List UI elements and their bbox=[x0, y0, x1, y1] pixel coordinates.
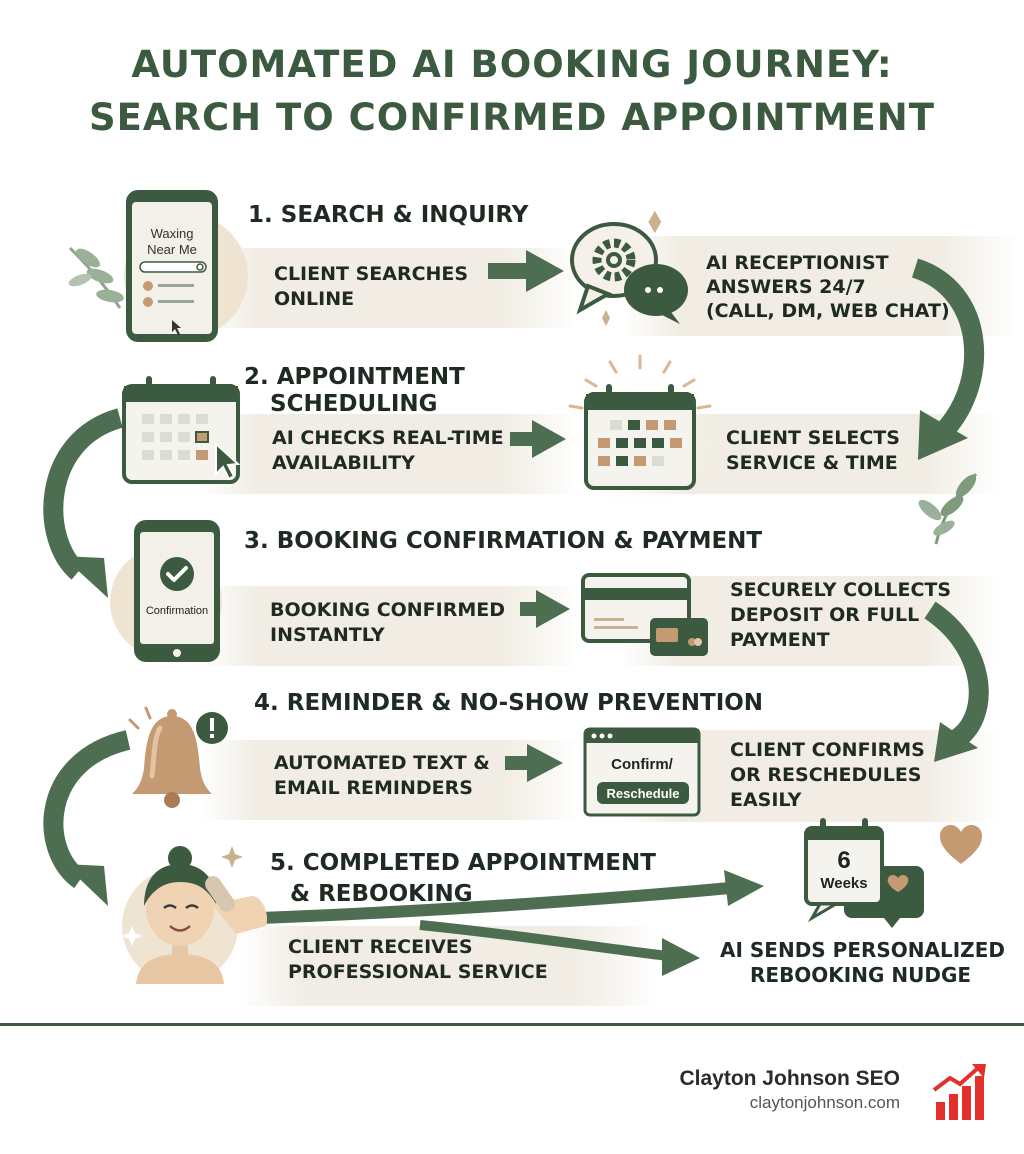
calendar-chat-icon: 6 Weeks bbox=[804, 818, 924, 928]
arrow-step5-upper bbox=[259, 870, 764, 924]
chat-gear-icon bbox=[570, 210, 688, 326]
footer-brand: Clayton Johnson SEO claytonjohnson.com bbox=[679, 1066, 900, 1114]
step2-left-line2: AVAILABILITY bbox=[272, 452, 415, 474]
step3-left-line1: BOOKING CONFIRMED bbox=[270, 599, 506, 621]
title-line-2: SEARCH TO CONFIRMED APPOINTMENT bbox=[88, 96, 935, 139]
step1-right-line2: ANSWERS 24/7 bbox=[706, 276, 866, 298]
arrow-step3 bbox=[520, 590, 570, 628]
phone-confirmation-text: Confirmation bbox=[146, 605, 208, 617]
phone-search-text-1: Waxing bbox=[151, 226, 194, 241]
phone-search-text-2: Near Me bbox=[147, 242, 197, 257]
credit-card-icon bbox=[581, 573, 708, 656]
phone-check-icon: Confirmation bbox=[110, 520, 222, 662]
step2-right-line1: CLIENT SELECTS bbox=[726, 427, 900, 449]
spa-client-icon bbox=[122, 846, 268, 984]
curve-arrow-right-1 bbox=[911, 258, 985, 460]
step1-left-band bbox=[200, 248, 580, 328]
step1-title: 1. SEARCH & INQUIRY bbox=[248, 202, 529, 228]
window-confirm-text: Confirm/ bbox=[611, 756, 673, 773]
step5-left-line1: CLIENT RECEIVES bbox=[288, 936, 473, 958]
step4-title: 4. REMINDER & NO-SHOW PREVENTION bbox=[254, 690, 764, 716]
brand-url: claytonjohnson.com bbox=[749, 1093, 900, 1112]
sparkle-icon bbox=[122, 846, 243, 946]
leaf-icon bbox=[68, 246, 124, 309]
step1-right-line3: (CALL, DM, WEB CHAT) bbox=[706, 300, 950, 322]
step5-right-line2: REBOOKING NUDGE bbox=[750, 963, 972, 987]
phone-search-icon: Waxing Near Me bbox=[68, 190, 248, 342]
step5-title-line2: & REBOOKING bbox=[290, 881, 473, 907]
title-line-1: AUTOMATED AI BOOKING JOURNEY: bbox=[131, 43, 893, 86]
arrow-step1 bbox=[488, 250, 564, 292]
step5-right-line1: AI SENDS PERSONALIZED bbox=[720, 938, 1005, 962]
step3-left-line2: INSTANTLY bbox=[270, 624, 385, 646]
step5-left-band bbox=[240, 926, 660, 1006]
step3-title: 3. BOOKING CONFIRMATION & PAYMENT bbox=[244, 528, 763, 554]
step1-right-line1: AI RECEPTIONIST bbox=[706, 252, 889, 274]
curve-arrow-left-1 bbox=[43, 408, 124, 598]
bar-chart-logo-icon bbox=[932, 1064, 986, 1120]
step4-left-band bbox=[200, 740, 580, 820]
step3-right-line2: DEPOSIT OR FULL bbox=[730, 604, 920, 626]
sparkle-icon bbox=[648, 210, 662, 234]
step4-left-line1: AUTOMATED TEXT & bbox=[274, 752, 490, 774]
calendar-chat-weeks: Weeks bbox=[820, 875, 867, 892]
step4-right-line1: CLIENT CONFIRMS bbox=[730, 739, 925, 761]
step5-title-line1: 5. COMPLETED APPOINTMENT bbox=[270, 850, 656, 876]
arrow-step2 bbox=[510, 420, 566, 458]
calendar-cursor-icon bbox=[122, 376, 241, 484]
heart-icon bbox=[940, 825, 982, 864]
step5-left-line2: PROFESSIONAL SERVICE bbox=[288, 961, 548, 983]
step4-right-line2: OR RESCHEDULES bbox=[730, 764, 922, 786]
footer-divider bbox=[0, 1023, 1024, 1026]
step1-left-line2: ONLINE bbox=[274, 288, 355, 310]
brand-name: Clayton Johnson SEO bbox=[679, 1067, 900, 1090]
leaf-icon bbox=[918, 472, 978, 545]
arrow-step5-lower bbox=[419, 920, 700, 976]
curve-arrow-left-2 bbox=[43, 730, 131, 906]
confirm-window-icon: Confirm/ Reschedule bbox=[583, 727, 701, 817]
flow-connectors bbox=[43, 250, 989, 976]
step2-left-line1: AI CHECKS REAL-TIME bbox=[272, 427, 504, 449]
window-reschedule-button-text: Reschedule bbox=[607, 786, 680, 801]
step2-right-line2: SERVICE & TIME bbox=[726, 452, 898, 474]
bell-alert-icon bbox=[128, 706, 228, 808]
calendar-glow-icon bbox=[568, 354, 712, 514]
arrow-step4 bbox=[505, 744, 563, 782]
step2-left-band bbox=[200, 414, 580, 494]
step4-right-line3: EASILY bbox=[730, 789, 802, 811]
calendar-chat-number: 6 bbox=[837, 847, 850, 874]
step4-left-line2: EMAIL REMINDERS bbox=[274, 777, 473, 799]
step3-right-line3: PAYMENT bbox=[730, 629, 830, 651]
step3-right-line1: SECURELY COLLECTS bbox=[730, 579, 952, 601]
curve-arrow-right-2 bbox=[924, 601, 989, 762]
step3-left-band bbox=[200, 586, 580, 666]
step1-left-line1: CLIENT SEARCHES bbox=[274, 263, 469, 285]
step2-title-line2: SCHEDULING bbox=[270, 391, 438, 417]
step2-title-line1: 2. APPOINTMENT bbox=[244, 364, 465, 390]
